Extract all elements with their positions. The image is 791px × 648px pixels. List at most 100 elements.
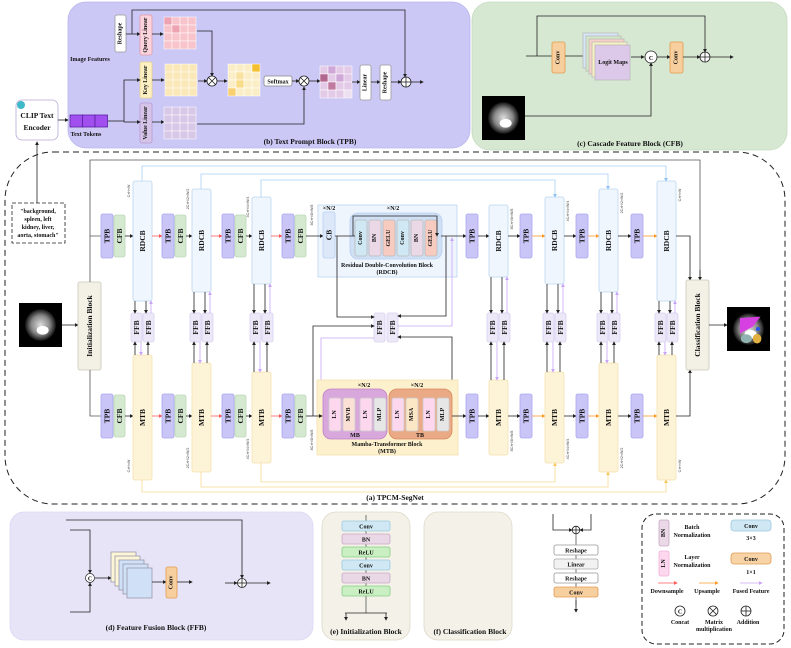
cb-block [322,211,336,259]
legend-ln-label: Normalization [674,563,712,569]
output-segmentation-image-stomach [740,334,752,344]
dim-label: 8C×H/8×W/8 [510,431,514,452]
dim-label: C×H×W [127,184,131,197]
init-layer [341,572,391,584]
attention-matrix-cell [243,79,253,89]
value-matrix-cell [179,106,189,116]
rdcb-layer [368,219,382,257]
tpb-block [100,213,114,259]
tpb-block-label: TPB [522,409,531,424]
rdcb-layer-label: GELU [428,229,434,247]
tpb-block [281,213,295,259]
tpb-block [161,393,175,439]
arrow [579,514,592,532]
attention-matrix-cell [243,63,253,73]
text-tokens-label: Text Tokens [71,132,102,138]
cfb-ct-image-organ [499,118,512,128]
key-linear-box-label: Key Linear [143,65,149,94]
arrow [676,369,692,417]
matrix-multiplication-icon-glyph [709,607,717,615]
dim-label: C×H×W [127,459,131,472]
ffb-block-label: FFB [251,320,260,334]
arrow [312,324,375,416]
query-matrix-cell [171,16,181,26]
value-matrix-cell [171,122,181,132]
cfb-block-label: CFB [176,229,185,244]
ffb-block-label: FFB [144,320,153,334]
ffb-block-label: FFB [556,320,565,334]
tpb-block-label: TPB [224,229,233,244]
output-attention-matrix-cell [343,81,353,91]
legend-conv3-text: Conv [744,524,758,530]
cfb-block-label: CFB [236,409,245,424]
repeat-label: ×N/2 [387,206,399,212]
dim-label: 8C×H/8×W/8 [310,430,314,451]
legend-conv3-label: 3×3 [746,536,755,542]
query-matrix-cell [187,24,197,34]
tpb-block-label: TPB [522,229,531,244]
rdcb-block-label: RDCB [662,230,671,251]
ffb-panel-title: (d) Feature Fusion Block (FFB) [106,623,207,632]
tpb-block-label: TPB [103,409,112,424]
value-matrix-cell [171,114,181,124]
output-attention-matrix-cell [327,81,337,91]
input-ct-image-body [25,309,56,341]
ffb-concat-symbol: C [88,577,92,583]
rdcb-layer [354,219,368,257]
init-layer-label: BN [362,538,371,544]
line [89,235,101,282]
ffb-block-label: FFB [263,320,272,334]
legend-conv1-swatch [730,552,772,565]
tpb-block-label: TPB [468,229,477,244]
tb-layer-label: LN [395,410,401,419]
legend-matmul-label: multiplication [696,627,733,633]
init-panel-title: (e) Initialization Block [330,627,402,636]
key-matrix-cell [164,79,174,89]
arrow [397,236,447,318]
rdcb-block-label: RDCB [494,230,503,251]
init-layer-label: ReLU [358,551,374,557]
cfb-block-label: CFB [176,409,185,424]
legend-fused-label: Fused Feature [733,589,770,595]
prompt-box [11,202,66,244]
tpb-block-label: TPB [164,229,173,244]
dim-label: C×H×W [678,459,682,472]
ffb-block-label: FFB [610,320,619,334]
linear-box [359,64,372,101]
ffb-block [386,312,399,343]
init-layer-label: ReLU [358,590,374,596]
key-matrix-cell [164,63,174,73]
image-features-label: Image Features [70,57,110,63]
mtb-block-label: MTB [197,409,206,426]
ffb-block-label: FFB [388,320,397,334]
cfb-ct-image-body [488,102,519,134]
prompt-text-line: spleen, left [24,217,51,223]
query-matrix-cell [163,40,173,50]
tb-layer [391,397,405,432]
cfb-block-label: CFB [236,229,245,244]
legend-concat-label: Concat [671,620,689,626]
output-attention-matrix-cell [319,65,329,75]
rdcb-layer-label: GELU [386,229,392,247]
tb-layer [436,397,450,432]
tpb-block-label: TPB [284,409,293,424]
legend-upsample-label: Upsample [694,589,720,595]
rdcb-layer-label: BN [414,233,420,242]
query-matrix-cell [171,24,181,34]
clip-label-2: Encoder [23,123,51,132]
initialization-block [77,281,102,371]
rdcb-block-label: RDCB [257,230,266,251]
key-matrix-cell [188,87,198,97]
dim-label: 8C×H/8×W/8 [510,209,514,230]
output-attention-matrix-cell [343,65,353,75]
tpb-block-label: TPB [468,409,477,424]
arrow [66,519,244,579]
cfb-conv-2 [669,41,684,74]
clip-label-1: CLIP Text [20,111,54,120]
tpb-panel-title: (b) Text Prompt Block (TPB) [264,137,357,146]
cfb-panel-title: (c) Cascade Feature Block (CFB) [577,139,683,148]
linear-box-label: Linear [363,74,369,92]
dim-label: 4C×H/4×W/4 [246,197,250,218]
